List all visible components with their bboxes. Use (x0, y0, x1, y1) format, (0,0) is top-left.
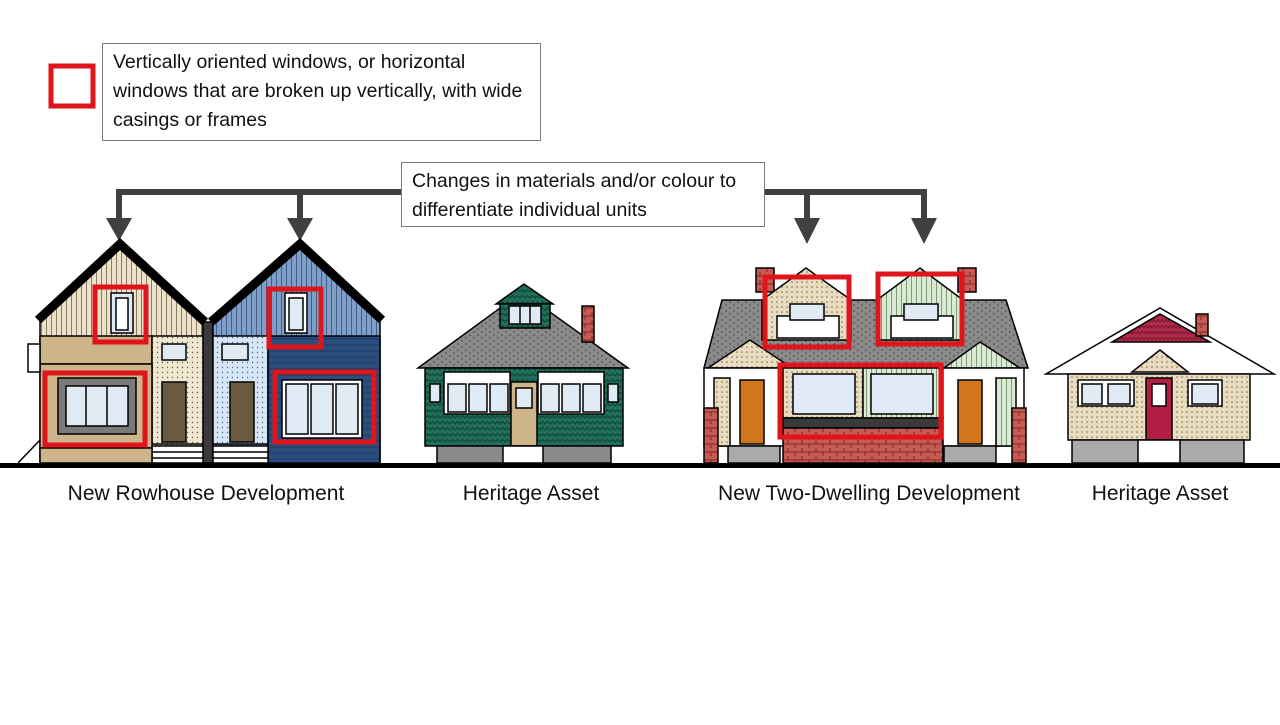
caption-heritage-1: Heritage Asset (462, 482, 600, 505)
materials-callout-text: Changes in materials and/or colour to di… (412, 170, 737, 221)
legend-swatch-icon (48, 63, 96, 109)
heritage-asset-2 (1043, 307, 1277, 464)
rowhouse-window-highlights (42, 284, 377, 448)
materials-arrows (116, 189, 927, 222)
two-dwelling-development (703, 267, 1030, 464)
legend-callout: Vertically oriented windows, or horizont… (102, 43, 541, 141)
two-dwelling-window-highlights (762, 271, 965, 440)
materials-callout: Changes in materials and/or colour to di… (401, 162, 765, 227)
heritage-asset-1 (415, 283, 631, 464)
caption-rowhouse: New Rowhouse Development (67, 482, 345, 505)
rowhouse-development (17, 237, 386, 464)
ground-line (0, 463, 1280, 468)
caption-two-dwelling: New Two-Dwelling Development (718, 482, 1020, 505)
legend-text: Vertically oriented windows, or horizont… (113, 51, 523, 131)
caption-heritage-2: Heritage Asset (1091, 482, 1229, 505)
arrow-heads (106, 218, 937, 244)
